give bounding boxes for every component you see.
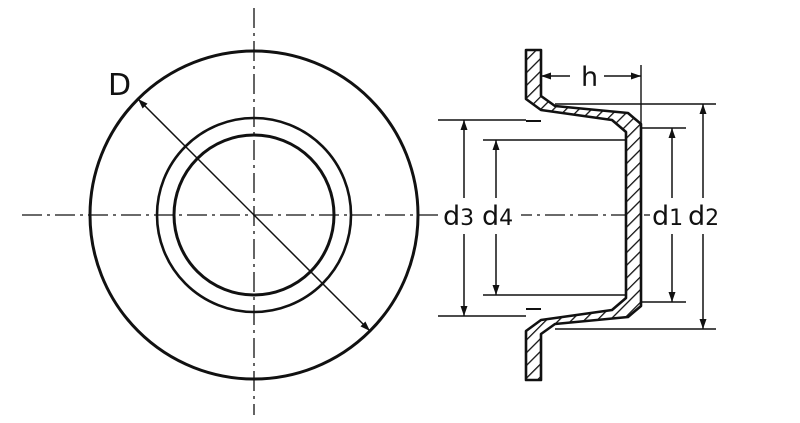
label-d2: d2 — [688, 201, 719, 232]
label-h: h — [581, 62, 598, 93]
label-d3: d3 — [443, 201, 474, 232]
front-view: D — [22, 8, 470, 415]
diameter-D-dimension-line — [137, 98, 371, 332]
upper-wall-section — [524, 48, 643, 382]
label-d4: d4 — [482, 201, 513, 232]
flange-outer-circle — [88, 49, 420, 381]
section-view: h d3 d4 d1 d2 — [438, 48, 724, 382]
label-d1: d1 — [652, 201, 683, 232]
label-D: D — [108, 68, 131, 103]
